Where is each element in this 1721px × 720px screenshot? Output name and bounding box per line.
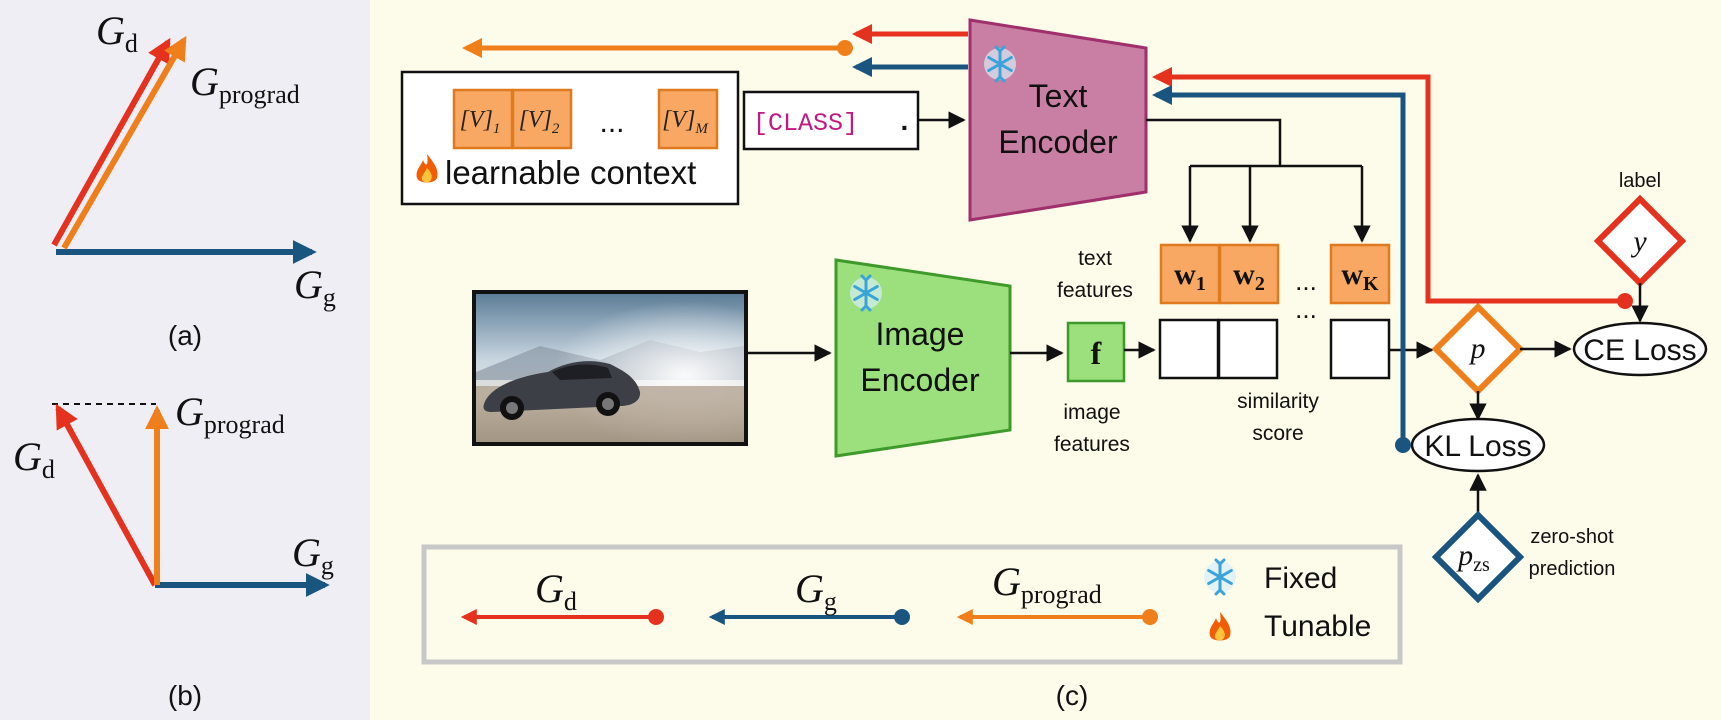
label-y-text: y: [1630, 225, 1647, 258]
panel-a-g-g-label: Gg: [294, 262, 336, 312]
g-prograd-output-dot: [837, 40, 853, 56]
legend-g-d-dot: [648, 609, 664, 625]
panel-a-g-prograd-label: Gprograd: [190, 59, 300, 109]
zero-shot-p: [1431, 510, 1525, 604]
g-d-feedback-path: [1152, 67, 1625, 304]
legend-tunable-label: Tunable: [1264, 610, 1371, 643]
text-encoder-label-line2: Encoder: [998, 124, 1118, 160]
weight-w2: [1218, 243, 1280, 305]
similarity-label-line2: score: [1252, 422, 1303, 445]
image-features-label-line1: image: [1063, 401, 1120, 424]
weight-wk: [1329, 243, 1391, 305]
similarity-score-1: [1158, 318, 1220, 380]
g-g-feedback-path: [1152, 85, 1406, 445]
panel-a-g-d-label: Gd: [96, 8, 138, 58]
context-token-m-label: [V]M: [662, 107, 709, 137]
g-d-feedback-origin: [1617, 293, 1633, 309]
panel-a-caption: (a): [168, 320, 202, 351]
context-token-2: [511, 88, 573, 150]
panel-b-g-g-label: Gg: [292, 530, 334, 580]
weight-w1-label: w1: [1174, 258, 1206, 295]
car-photo: [472, 290, 748, 446]
kl-loss-label: KL Loss: [1424, 430, 1531, 463]
similarity-score-2: [1217, 318, 1279, 380]
legend-g-prograd-dot: [1142, 609, 1158, 625]
panel-a: Gd Gprograd Gg (a): [51, 8, 336, 351]
context-token-2-label: [V]2: [519, 107, 560, 137]
image-feature-f-label: f: [1091, 335, 1102, 371]
panel-c-caption: (c): [1056, 680, 1089, 711]
context-ellipsis: ...: [599, 106, 624, 139]
text-encoder-output-line: [1146, 118, 1282, 166]
context-token-1-label: [V]1: [460, 107, 501, 137]
image-features-label-line2: features: [1054, 433, 1130, 456]
class-token-period: .: [896, 108, 913, 139]
image-encoder-label-line1: Image: [876, 316, 965, 352]
class-token-box: [742, 90, 920, 151]
similarity-score-k: [1329, 318, 1391, 380]
kl-loss: [1410, 417, 1546, 473]
label-text: label: [1619, 170, 1661, 192]
text-encoder-label-line1: Text: [1029, 78, 1088, 114]
prediction-p-label: p: [1469, 332, 1486, 365]
text-features-label-line2: features: [1057, 279, 1133, 302]
panel-c: [V]1 [V]2 [V]M ... learnable context [CL…: [400, 18, 1708, 711]
zero-shot-p-label: pzs: [1456, 539, 1490, 576]
learnable-context-label: learnable context: [445, 154, 696, 191]
context-token-m: [657, 88, 719, 150]
legend-g-g-dot: [894, 609, 910, 625]
panel-a-g-prograd-arrow: [61, 35, 187, 250]
panel-ab-background: [0, 0, 370, 720]
similarity-label-line1: similarity: [1237, 390, 1319, 413]
ce-loss-label: CE Loss: [1583, 334, 1696, 367]
legend-g-g-label: Gg: [795, 566, 837, 616]
image-encoder: [834, 258, 1012, 458]
image-encoder-label-line2: Encoder: [860, 362, 980, 398]
weights-ellipsis: ...: [1295, 266, 1317, 296]
zero-shot-label-line1: zero-shot: [1530, 526, 1614, 548]
weight-wk-label: wK: [1341, 258, 1379, 295]
panel-b: Gd Gprograd Gg (b): [13, 389, 334, 711]
panel-a-g-d-arrow: [51, 37, 171, 247]
image-feature-f: [1066, 321, 1126, 383]
panel-b-caption: (b): [168, 680, 202, 711]
g-g-feedback-origin: [1395, 437, 1411, 453]
text-features-label-line1: text: [1078, 247, 1112, 270]
panel-b-g-d-label: Gd: [13, 434, 55, 484]
legend-box: [421, 544, 1403, 665]
panel-b-g-d-arrow: [55, 403, 158, 587]
class-token: [CLASS]: [753, 109, 858, 138]
legend-g-d-label: Gd: [535, 566, 577, 616]
zero-shot-label-line2: prediction: [1529, 558, 1616, 580]
scores-ellipsis: ...: [1295, 294, 1317, 324]
weight-w2-label: w2: [1233, 258, 1265, 295]
ce-loss: [1572, 321, 1708, 377]
legend-fixed-label: Fixed: [1264, 562, 1337, 595]
legend-g-prograd-label: Gprograd: [992, 559, 1102, 609]
panel-b-g-prograd-label: Gprograd: [175, 389, 285, 439]
